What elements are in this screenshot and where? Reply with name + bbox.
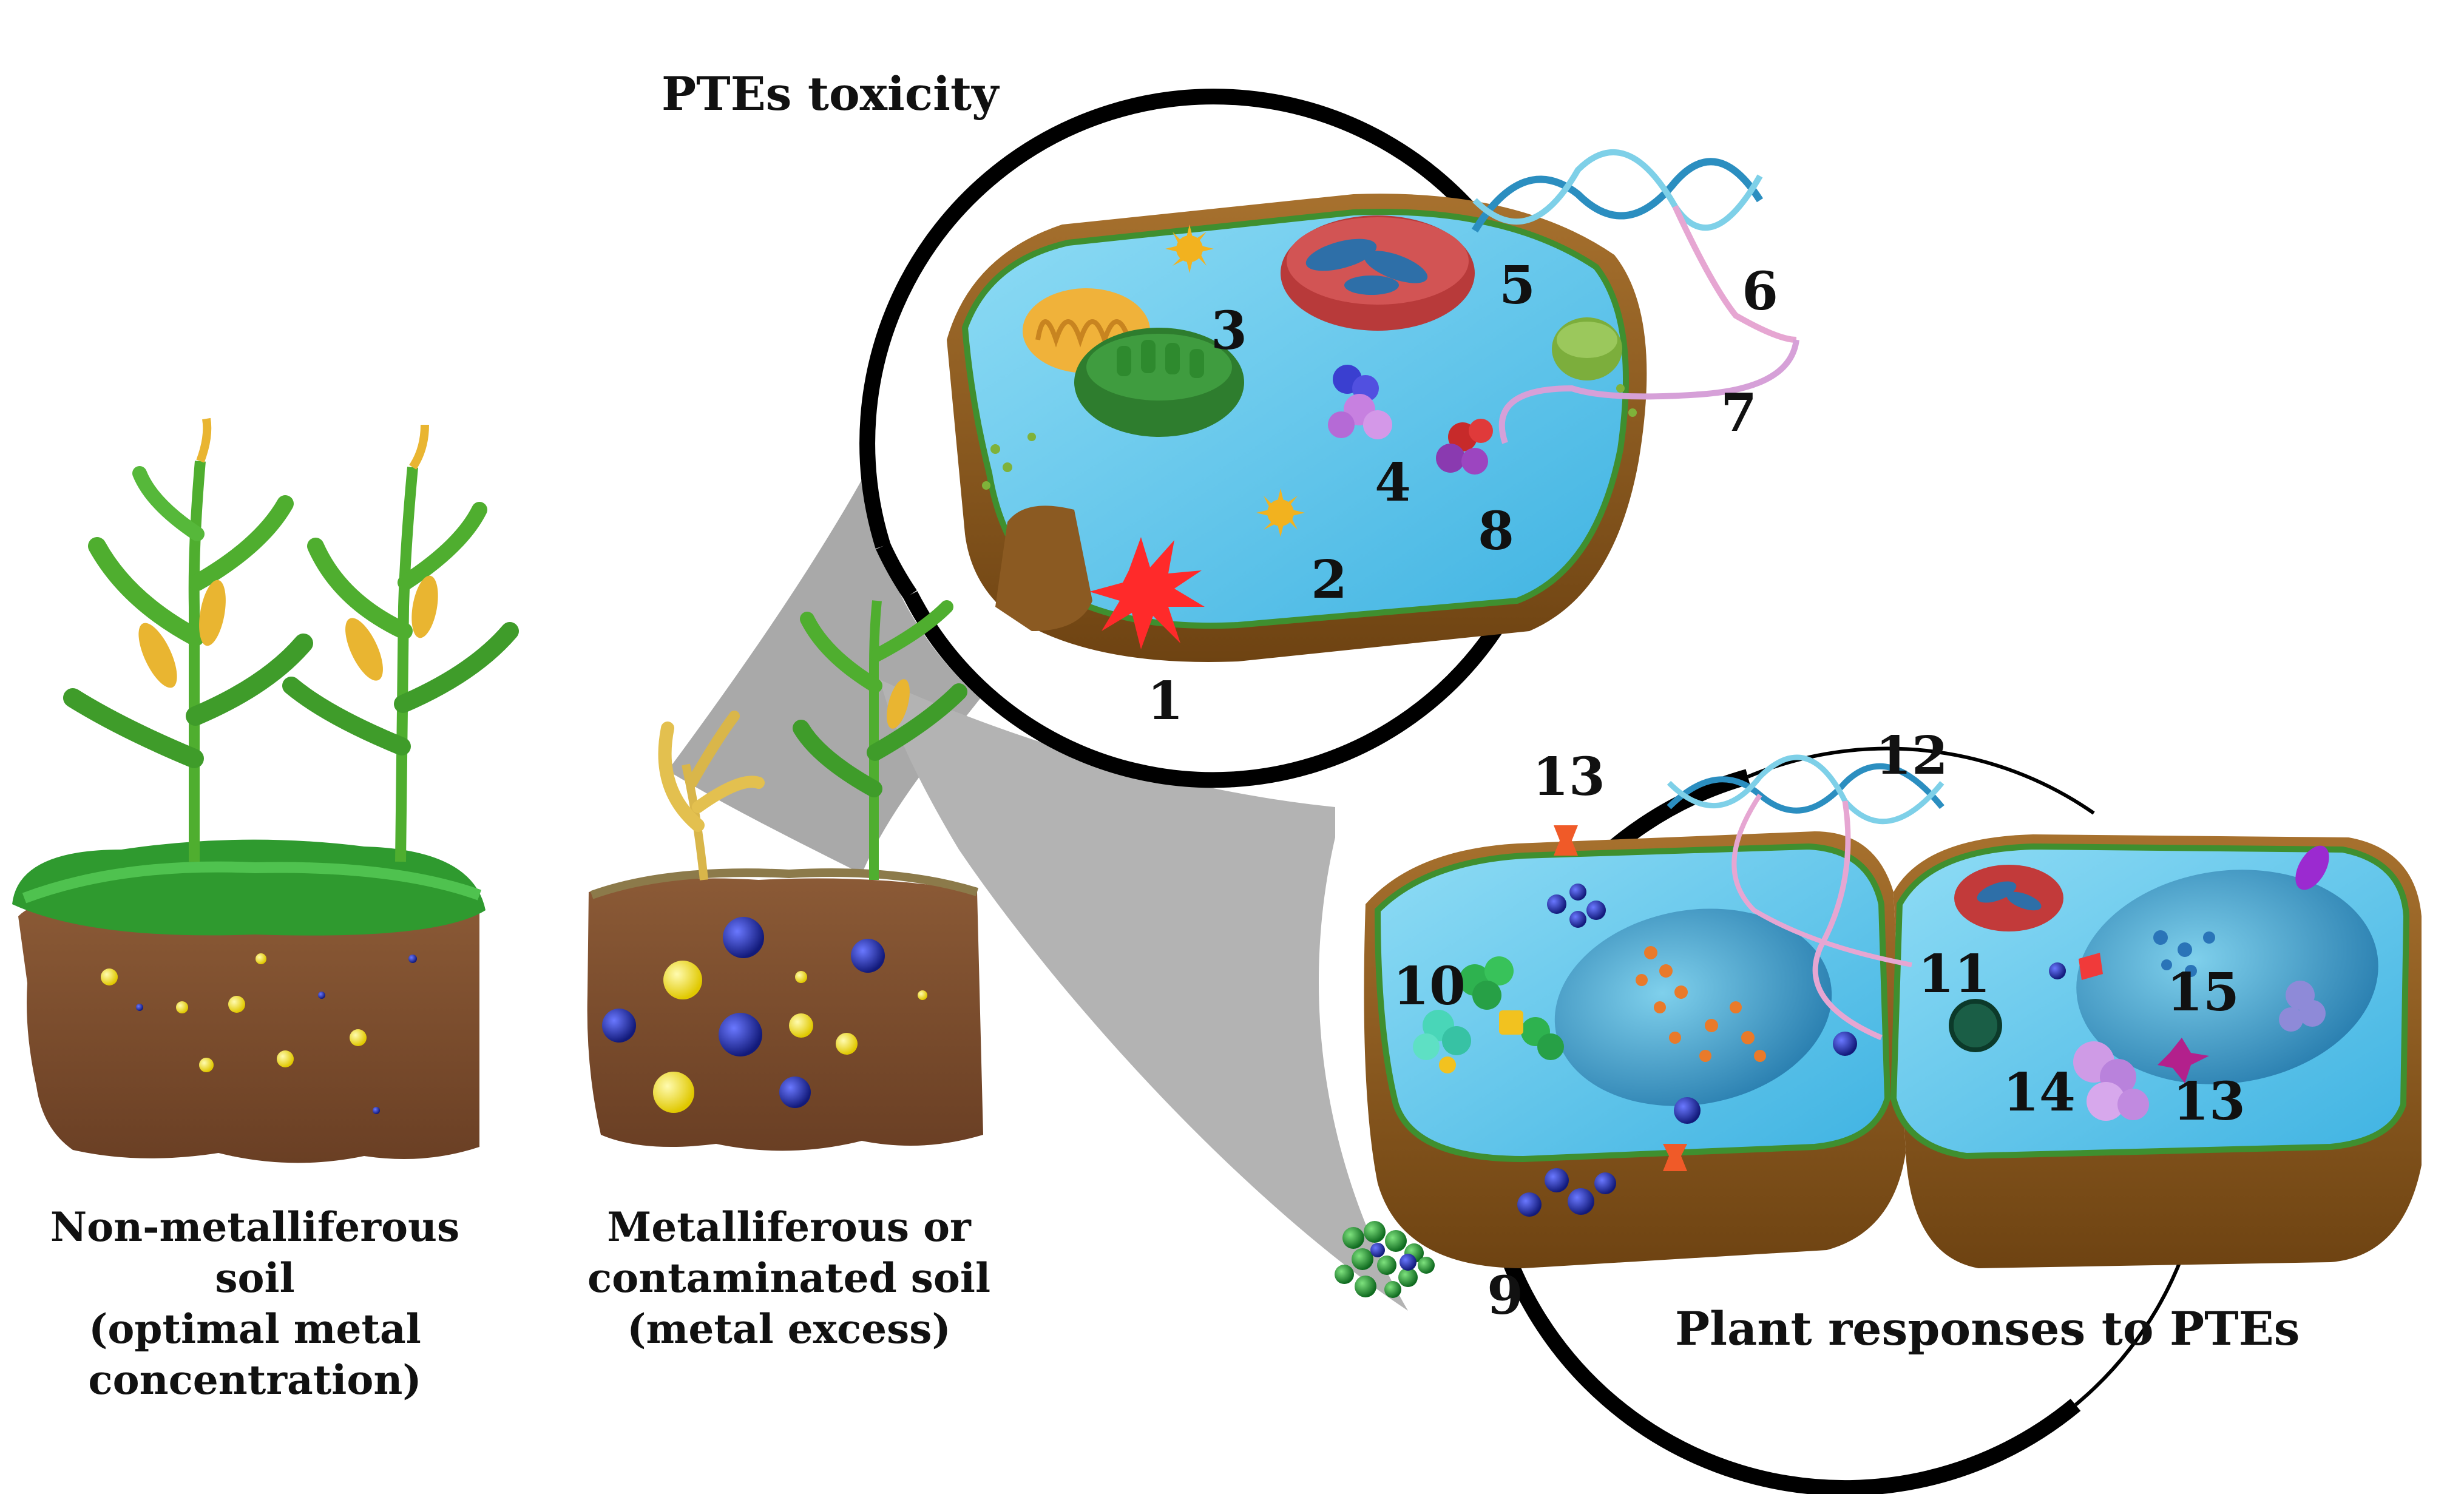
toxicity-title: PTEs toxicity: [662, 67, 999, 121]
label-11: 11: [1918, 944, 1991, 1005]
chromosomes: [1305, 238, 1428, 295]
toxicity-cell: [947, 149, 1799, 663]
transporter-purple: [2158, 1038, 2209, 1083]
caption-line: contaminated soil: [587, 1254, 991, 1302]
protein-red-purple: [1436, 419, 1493, 475]
transporter-top: [1554, 825, 1578, 856]
corn-plant-middle: [793, 600, 967, 880]
vacuole-right: [2076, 870, 2378, 1084]
chloroplast: [1074, 328, 1244, 437]
label-1: 1: [1147, 671, 1183, 732]
label-14: 14: [2003, 1062, 2076, 1123]
label-2: 2: [1311, 549, 1347, 610]
label-3: 3: [1211, 300, 1247, 362]
dna-helix: [1471, 149, 1797, 343]
vesicle: [1949, 999, 2002, 1052]
responses-title: Plant responses to PTEs: [1675, 1302, 2300, 1356]
responses-number-labels: 9 10 11 12 13 13 14 15: [1393, 725, 2246, 1327]
exudate-cluster: [1335, 1221, 1435, 1298]
label-10: 10: [1393, 956, 1466, 1017]
label-15: 15: [2167, 962, 2239, 1023]
caption-line: concentration): [88, 1356, 422, 1404]
label-4: 4: [1375, 452, 1411, 513]
response-cells: [1335, 754, 2422, 1298]
transporter-tonoplast: [2079, 953, 2103, 980]
efflux-vesicle: [2295, 845, 2329, 890]
protein-blue-purple: [1328, 365, 1392, 439]
protein-purple: [2073, 1041, 2149, 1121]
label-5: 5: [1499, 255, 1535, 316]
caption-line: (optimal metal: [89, 1305, 421, 1353]
corn-plant-left-2: [282, 424, 519, 862]
dry-plant: [658, 711, 765, 881]
wall-granules: [982, 384, 1637, 490]
label-13-top: 13: [1532, 746, 1605, 808]
caption-line: Non-metalliferous: [50, 1203, 460, 1251]
label-9: 9: [1487, 1265, 1523, 1327]
mrna-strand: [1498, 339, 1799, 444]
sequestered-metals: [1636, 946, 1766, 1062]
caption-line: Metalliferous or: [607, 1203, 971, 1251]
non-metalliferous-caption: Non-metalliferous soil (optimal metal co…: [36, 1202, 473, 1405]
caption-line: (metal excess): [627, 1305, 951, 1353]
label-13-right: 13: [2173, 1071, 2246, 1132]
vacuole-dots-right: [2153, 930, 2215, 977]
corn-plant-left-1: [63, 417, 313, 862]
chelator-complex: [1413, 956, 1564, 1073]
vacuole-protein: [2279, 981, 2326, 1032]
caption-line: soil: [215, 1254, 295, 1302]
label-6: 6: [1742, 261, 1778, 322]
toxicity-number-labels: 1 2 3 4 5 6 7 8: [1147, 255, 1778, 732]
soil-particles-middle: [602, 917, 927, 1113]
dna-helix-responses: [1667, 754, 1944, 1041]
soil-particles-left: [101, 953, 417, 1114]
ros-sun-1: [1165, 225, 1214, 273]
label-12: 12: [1875, 725, 1948, 786]
non-metalliferous-soil: [12, 417, 519, 1163]
transporter-bottom: [1663, 1144, 1687, 1171]
metalliferous-soil: [587, 600, 983, 1151]
label-8: 8: [1478, 501, 1514, 562]
membrane-damage-burst: [1089, 537, 1205, 649]
ros-sun-2: [1256, 488, 1305, 537]
metalliferous-caption: Metalliferous or contaminated soil (meta…: [546, 1202, 1032, 1354]
label-7: 7: [1721, 382, 1757, 444]
